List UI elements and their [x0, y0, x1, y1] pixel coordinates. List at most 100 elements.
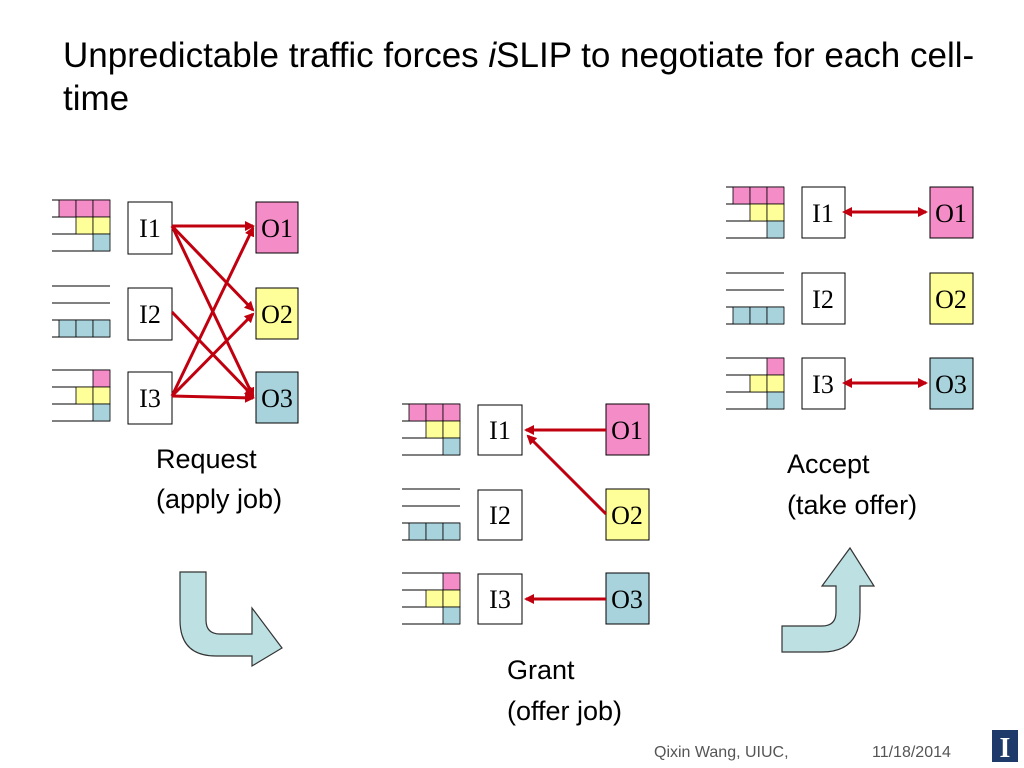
- cell-o1: [749, 186, 768, 205]
- footer-date: 11/18/2014: [872, 744, 951, 761]
- cell-o2: [75, 386, 94, 405]
- cell-o3: [749, 306, 768, 325]
- output-o3-label: O3: [935, 370, 967, 399]
- cell-o3: [425, 522, 444, 541]
- output-o1: O1: [929, 186, 974, 239]
- cell-o1: [75, 199, 94, 218]
- cell-o2: [749, 374, 768, 393]
- request-panel: I1 I2 I3 O1 O2 O3: [52, 199, 299, 514]
- cell-o2: [766, 374, 785, 393]
- cell-o2: [425, 420, 444, 439]
- cell-o3: [442, 437, 461, 456]
- voq-i1: [726, 186, 785, 239]
- arrow-i3-o2: [170, 312, 255, 398]
- output-o2-label: O2: [261, 300, 293, 329]
- cell-o1: [58, 199, 77, 218]
- cell-o1: [408, 403, 427, 422]
- voq-i3: [402, 572, 461, 625]
- cell-o3: [408, 522, 427, 541]
- cell-o3: [766, 391, 785, 410]
- cell-o1: [92, 199, 111, 218]
- cell-o3: [766, 220, 785, 239]
- cell-o1: [92, 369, 111, 388]
- cell-o3: [92, 233, 111, 252]
- accept-caption-line-1: Accept: [787, 449, 870, 479]
- input-i1-label: I1: [812, 199, 834, 228]
- cell-o3: [442, 522, 461, 541]
- cell-o3: [92, 403, 111, 422]
- cell-o2: [766, 203, 785, 222]
- cell-o2: [749, 203, 768, 222]
- input-i3: I3: [127, 371, 173, 425]
- input-i2-label: I2: [812, 285, 834, 314]
- cell-o2: [75, 216, 94, 235]
- voq-i1: [52, 199, 111, 252]
- input-i3-label: I3: [489, 585, 511, 614]
- turn-arrow-down-right: [179, 571, 283, 668]
- accept-panel: I1 I2 I3 O1 O2 O3 Accept (take offer): [726, 186, 974, 520]
- output-o1-label: O1: [261, 214, 293, 243]
- output-o2: O2: [605, 488, 650, 541]
- output-o2: O2: [255, 287, 299, 340]
- arrow-i1-o2: [170, 224, 255, 312]
- request-arrows: [170, 221, 255, 403]
- voq-i2: [726, 272, 785, 325]
- output-o3: O3: [929, 357, 974, 410]
- input-i1-label: I1: [139, 214, 161, 243]
- output-o1: O1: [255, 201, 299, 254]
- input-i3-label: I3: [139, 384, 161, 413]
- arrow-i2-o3: [170, 310, 255, 398]
- input-i1: I1: [477, 404, 523, 456]
- cell-o3: [732, 306, 751, 325]
- title-part-2: SLIP to negotiate for each cell-time: [63, 36, 975, 118]
- cell-o3: [766, 306, 785, 325]
- grant-caption-line-2: (offer job): [507, 696, 622, 726]
- output-o3-label: O3: [261, 384, 293, 413]
- input-i3: I3: [801, 357, 846, 410]
- output-o3: O3: [605, 572, 650, 625]
- request-caption-line-1: Request: [156, 444, 257, 474]
- input-i2-label: I2: [139, 300, 161, 329]
- request-caption-line-2: (apply job): [156, 484, 282, 514]
- accept-arrows: [842, 207, 928, 388]
- arrow-i1-o3: [170, 225, 255, 398]
- output-o2: O2: [929, 272, 974, 325]
- voq-i2: [52, 285, 111, 338]
- illinois-logo: I: [992, 730, 1018, 764]
- cell-o3: [92, 319, 111, 338]
- input-i1: I1: [801, 186, 846, 239]
- cell-o2: [92, 386, 111, 405]
- input-i1-label: I1: [489, 416, 511, 445]
- output-o2-label: O2: [611, 501, 643, 530]
- accept-caption-line-2: (take offer): [787, 490, 917, 520]
- grant-panel: I1 I2 I3 O1 O2 O3 Grant (offer job): [402, 403, 650, 726]
- cell-o1: [442, 572, 461, 591]
- cell-o1: [766, 186, 785, 205]
- voq-i3: [52, 369, 111, 422]
- voq-i2: [402, 488, 461, 541]
- grant-caption-line-1: Grant: [507, 655, 575, 685]
- cell-o1: [732, 186, 751, 205]
- cell-o2: [442, 589, 461, 608]
- cell-o3: [58, 319, 77, 338]
- output-o1-label: O1: [935, 199, 967, 228]
- turn-arrow-up-right: [781, 546, 876, 653]
- cell-o2: [425, 589, 444, 608]
- arrow-i3-o1: [170, 226, 255, 397]
- grant-arrows: [524, 425, 608, 604]
- input-i3: I3: [477, 573, 523, 625]
- output-o1-label: O1: [611, 416, 643, 445]
- voq-i3: [726, 357, 785, 410]
- input-i2: I2: [801, 272, 846, 325]
- input-i2: I2: [127, 287, 173, 341]
- output-o1: O1: [605, 403, 650, 456]
- cell-o1: [425, 403, 444, 422]
- output-o2-label: O2: [935, 285, 967, 314]
- footer-author: Qixin Wang, UIUC,: [654, 744, 789, 761]
- slide-title: Unpredictable traffic forces iSLIP to ne…: [63, 34, 983, 120]
- voq-i1: [402, 403, 461, 456]
- cell-o2: [442, 420, 461, 439]
- output-o3: O3: [255, 371, 299, 424]
- cell-o3: [75, 319, 94, 338]
- arrow-i3-o3: [171, 392, 255, 403]
